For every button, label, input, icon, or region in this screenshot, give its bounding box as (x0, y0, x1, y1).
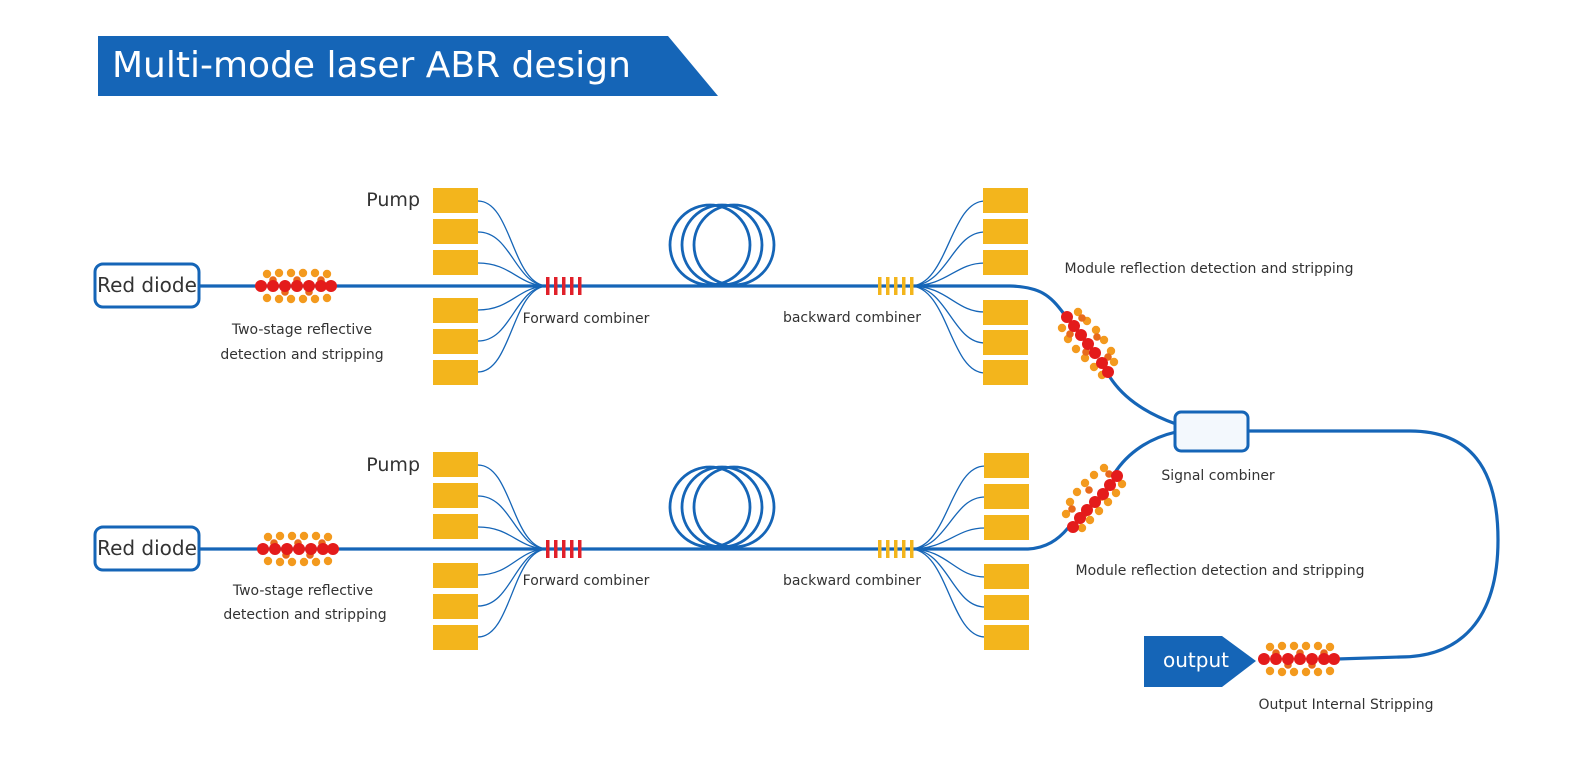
title-banner (98, 36, 718, 96)
module-bottom: Red diode Pump (93, 430, 1365, 650)
forward-combiner-label: Forward combiner (523, 311, 650, 327)
main-fiber (199, 284, 1066, 315)
backward-combiner-label: backward combiner (783, 573, 921, 589)
pump-label: Pump (366, 454, 420, 476)
module-to-signal-fiber (1112, 430, 1177, 475)
output-stripping-label: Output Internal Stripping (1259, 697, 1434, 713)
output-fiber (1248, 429, 1500, 661)
module-stripping-label: Module reflection detection and strippin… (1064, 261, 1353, 277)
output-label: output (1163, 648, 1229, 672)
red-diode-label: Red diode (97, 536, 197, 560)
module-stripper (1057, 307, 1119, 380)
gain-fiber-coil (668, 465, 776, 549)
backward-combiner-label: backward combiner (783, 310, 921, 326)
backward-pump-fibers (909, 465, 986, 638)
red-diode-label: Red diode (97, 273, 197, 297)
module-top: Red diode (93, 188, 1354, 426)
forward-combiner-label: Forward combiner (523, 573, 650, 589)
forward-pump-array (433, 188, 478, 385)
output-stripper (1258, 641, 1340, 677)
two-stage-stripper (255, 268, 337, 304)
forward-pump-fibers (477, 464, 549, 638)
signal-combiner (1173, 410, 1250, 453)
signal-combiner-label: Signal combiner (1161, 468, 1275, 484)
module-stripper (1061, 463, 1127, 533)
backward-pump-fibers (909, 200, 986, 374)
stripper-label-line2: detection and stripping (223, 607, 386, 623)
backward-pump-array (984, 453, 1029, 650)
backward-pump-array (983, 188, 1028, 385)
forward-combiner-grating (546, 277, 582, 295)
backward-combiner-grating (878, 277, 914, 295)
stripper-label-line2: detection and stripping (220, 347, 383, 363)
two-stage-stripper (257, 531, 339, 567)
stripper-label-line1: Two-stage reflective (232, 583, 373, 599)
gain-fiber-coil (668, 203, 776, 287)
backward-combiner-grating (878, 540, 914, 558)
forward-pump-fibers (477, 200, 549, 373)
output-arrow (1144, 636, 1256, 687)
stripper-label-line1: Two-stage reflective (231, 322, 372, 338)
forward-combiner-grating (546, 540, 582, 558)
module-stripping-label: Module reflection detection and strippin… (1075, 563, 1364, 579)
main-fiber (199, 526, 1070, 551)
page-title: Multi-mode laser ABR design (112, 45, 631, 86)
forward-pump-array (433, 452, 478, 650)
pump-label: Pump (366, 189, 420, 211)
module-to-signal-fiber (1106, 373, 1177, 426)
